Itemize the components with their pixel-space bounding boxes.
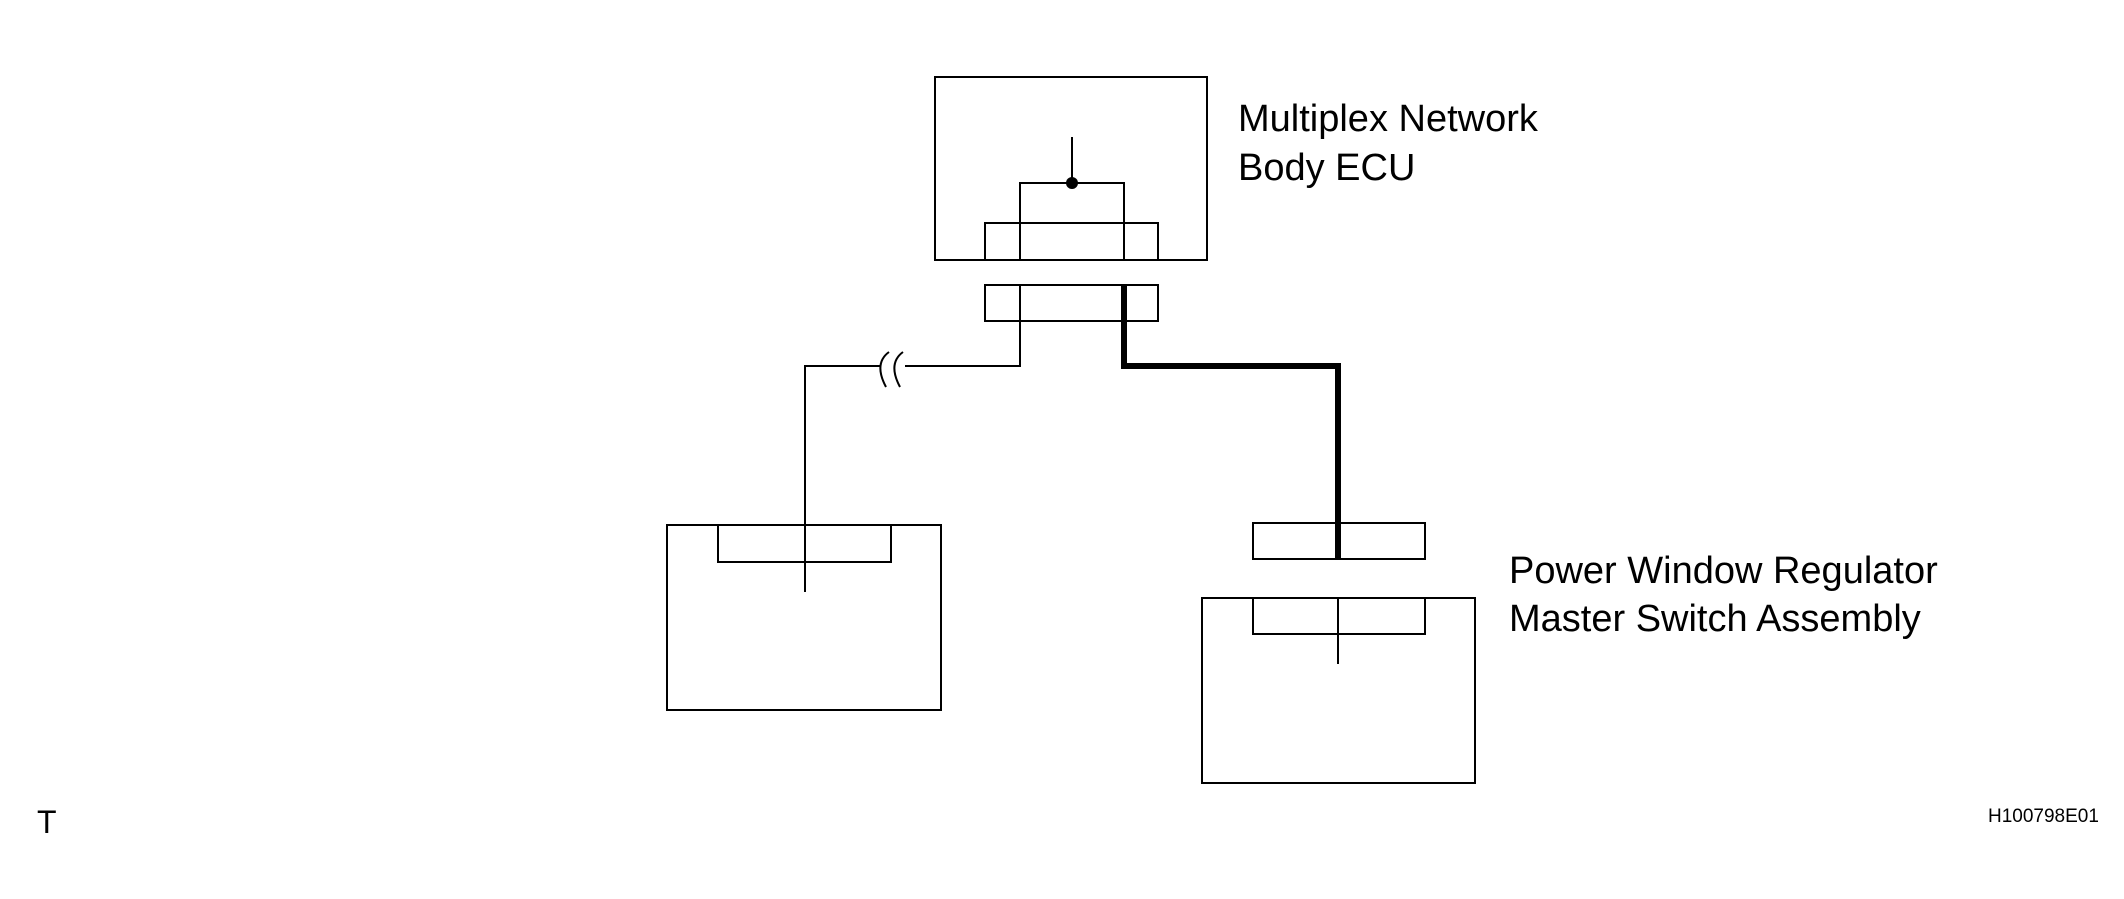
body-ecu-connector-base bbox=[984, 222, 1159, 261]
highlighted-wire bbox=[1121, 285, 1341, 559]
left-wire bbox=[905, 321, 1021, 367]
switch-label-line2: Master Switch Assembly bbox=[1509, 598, 1921, 640]
ecu-label-line2: Body ECU bbox=[1238, 147, 1416, 189]
left-component-connector bbox=[717, 524, 892, 563]
switch-label-line1: Power Window Regulator bbox=[1509, 550, 1938, 592]
body-ecu-connector-upper bbox=[1019, 182, 1125, 261]
ecu-mating-connector bbox=[984, 284, 1159, 322]
ecu-label-line1: Multiplex Network bbox=[1238, 98, 1538, 140]
wire-break-mark bbox=[879, 351, 904, 388]
junction-dot bbox=[1066, 177, 1078, 189]
left-wire-continued bbox=[804, 365, 880, 592]
corner-mark: T bbox=[37, 804, 57, 840]
figure-code: H100798E01 bbox=[1988, 806, 2099, 827]
